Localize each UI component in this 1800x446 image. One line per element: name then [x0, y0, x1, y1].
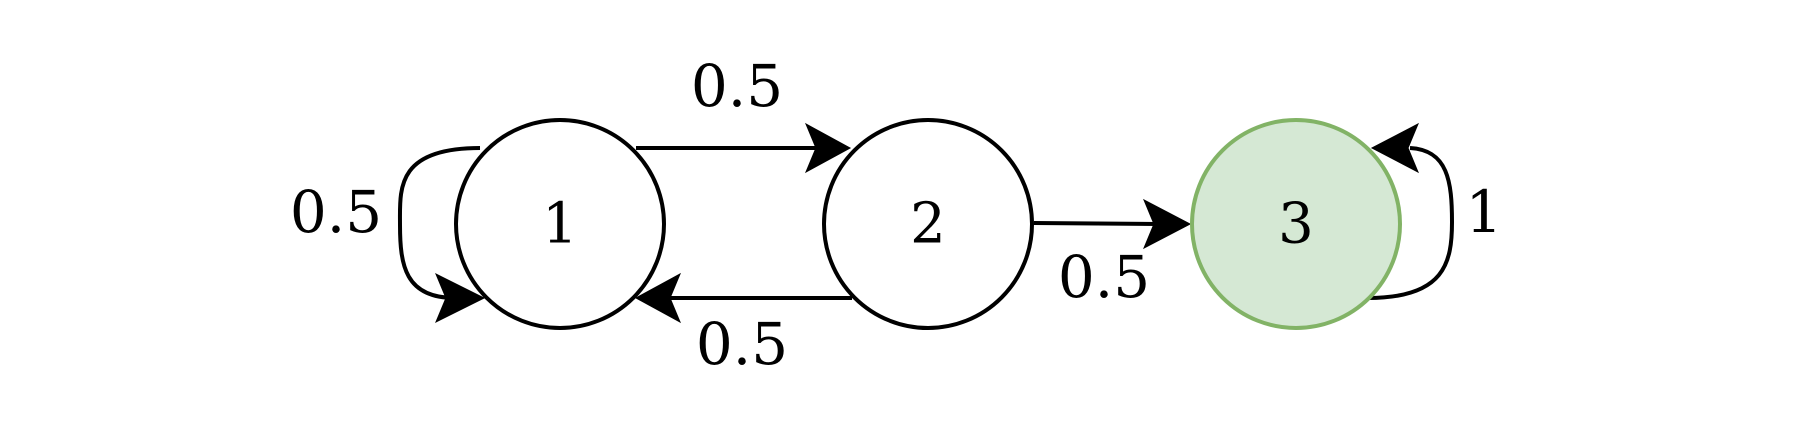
edge-2-to-3: 0.5 — [1033, 198, 1192, 311]
edge-2-to-3-path — [1033, 221, 1159, 226]
edge-3-to-3: 1 — [1367, 122, 1503, 300]
edge-3-to-3-label: 1 — [1466, 178, 1503, 246]
state-node-1-circle — [454, 118, 666, 330]
edge-2-to-3-arrowhead — [1143, 198, 1192, 250]
state-node-2: 2 — [822, 118, 1034, 330]
state-node-2-circle — [822, 118, 1034, 330]
state-node-3: 3 — [1190, 118, 1402, 330]
state-node-3-circle — [1190, 118, 1402, 330]
edge-1-to-2-label: 0.5 — [691, 52, 783, 120]
edge-2-to-3-label: 0.5 — [1058, 243, 1150, 311]
edge-2-to-1: 0.5 — [634, 272, 852, 378]
state-node-2-label: 2 — [910, 192, 946, 257]
edge-3-to-3-path — [1367, 146, 1455, 300]
edge-1-to-2-arrowhead — [804, 122, 852, 174]
edge-2-to-1-label: 0.5 — [696, 310, 788, 378]
edge-3-to-3-arrowhead — [1370, 122, 1419, 174]
state-node-1: 1 — [454, 118, 666, 330]
edge-1-to-1-path — [397, 146, 481, 300]
edge-1-to-1-label: 0.5 — [290, 178, 382, 246]
state-node-1-label: 1 — [542, 192, 578, 257]
edge-1-to-2: 0.5 — [636, 52, 852, 174]
edge-2-to-1-arrowhead — [634, 272, 682, 324]
state-node-3-label: 3 — [1278, 192, 1314, 257]
edge-1-to-1: 0.5 — [290, 146, 486, 324]
edge-1-to-1-arrowhead — [435, 272, 486, 324]
